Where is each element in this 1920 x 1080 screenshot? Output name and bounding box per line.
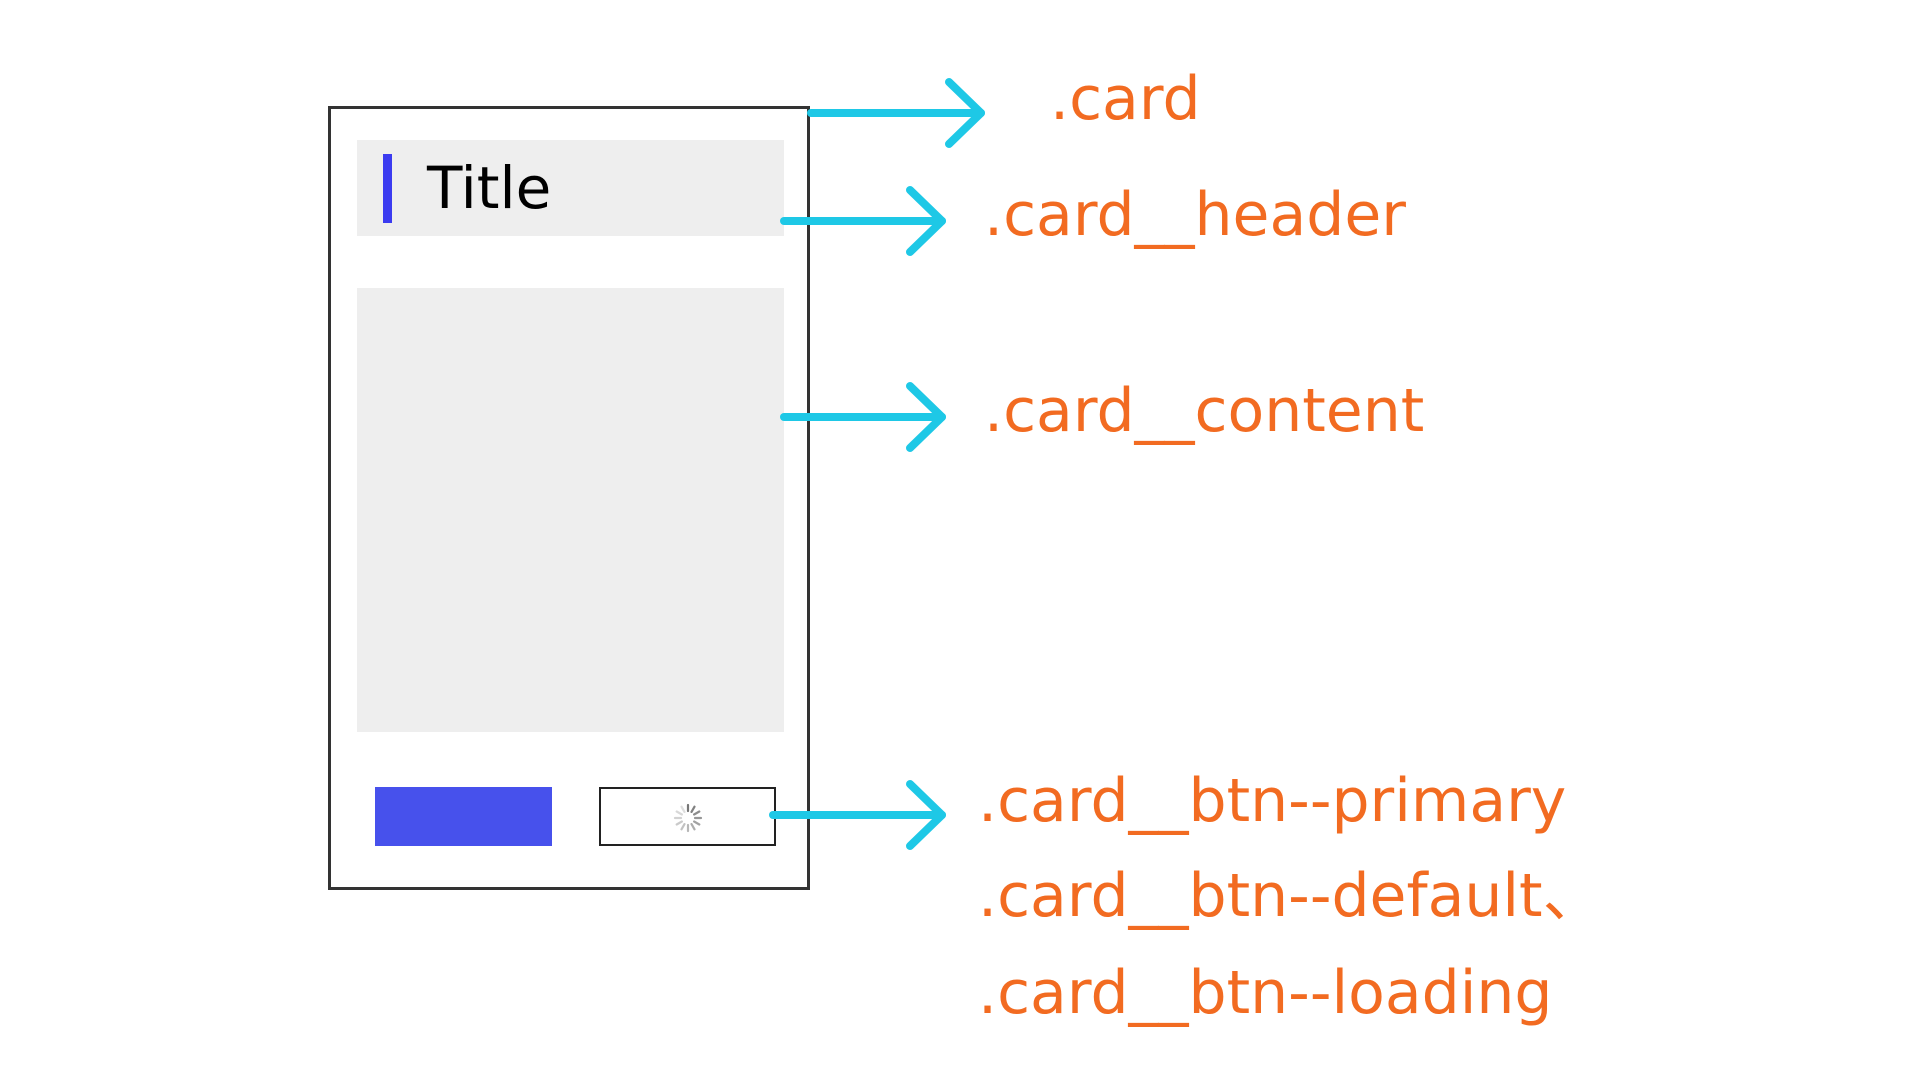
label-btn-default: .card__btn--default、 <box>978 861 1603 931</box>
card-header: Title <box>357 140 784 236</box>
arrow-to-card-label <box>807 78 985 148</box>
header-accent-bar <box>383 154 392 223</box>
card-box: Title <box>328 106 810 890</box>
label-card: .card <box>1050 64 1201 134</box>
label-btn-loading: .card__btn--loading <box>978 958 1553 1028</box>
arrow-to-header-label <box>780 186 946 256</box>
card-content <box>357 288 784 732</box>
label-card-header: .card__header <box>984 180 1406 250</box>
loading-spinner-icon <box>673 803 703 833</box>
arrow-to-button-labels <box>769 780 946 850</box>
primary-button[interactable] <box>375 787 552 846</box>
label-btn-primary: .card__btn--primary <box>978 766 1567 836</box>
arrow-to-content-label <box>780 382 946 452</box>
label-card-content: .card__content <box>984 376 1425 446</box>
card-title: Title <box>427 154 552 222</box>
